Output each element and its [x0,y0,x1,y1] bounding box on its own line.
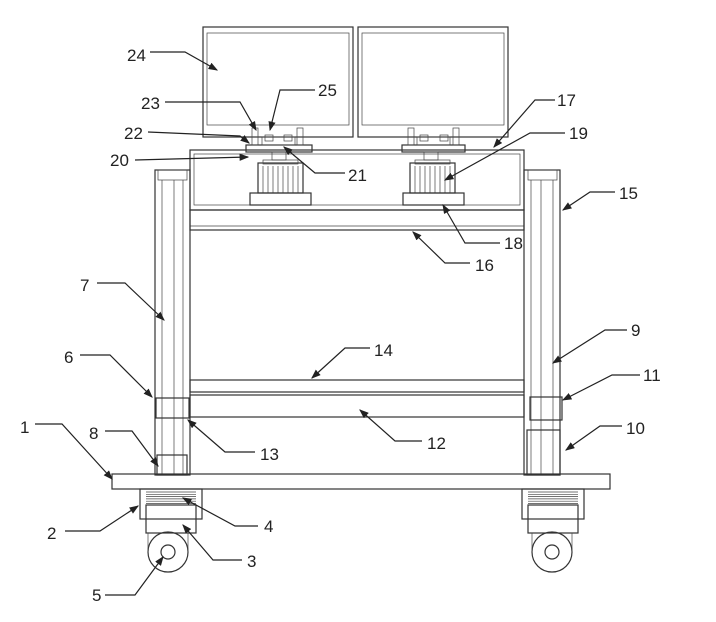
callout-label: 5 [92,586,101,605]
callout-25: 25 [268,81,337,132]
screens [202,26,509,138]
callout-13: 13 [187,419,279,464]
callout-label: 2 [47,524,56,543]
callout-19: 19 [443,124,588,181]
callout-16: 16 [412,231,494,275]
leader-line [551,329,627,364]
callout-12: 12 [359,409,446,453]
callout-label: 17 [557,91,576,110]
leader-line [147,131,250,144]
callout-8: 8 [89,424,159,467]
callout-21: 21 [283,146,367,185]
callout-label: 19 [569,124,588,143]
leader-line [493,99,555,148]
callout-label: 14 [374,341,393,360]
leader-line [283,146,345,174]
callout-18: 18 [442,203,523,253]
leader-line [35,423,113,480]
callout-label: 23 [141,94,160,113]
callout-4: 4 [181,497,273,536]
callout-label: 9 [631,321,640,340]
leader-line [561,374,640,401]
callout-label: 15 [619,184,638,203]
leader-line [412,231,470,264]
callout-6: 6 [64,348,153,398]
callout-17: 17 [493,91,576,148]
callout-label: 25 [318,81,337,100]
callout-label: 4 [264,517,273,536]
callout-22: 22 [124,124,250,144]
callout-3: 3 [182,524,256,571]
screen-mounts [245,127,466,153]
callout-label: 1 [20,418,29,437]
leader-line [311,347,370,379]
callout-label: 3 [247,552,256,571]
callout-label: 11 [643,366,661,385]
leader-line [105,430,159,467]
leader-line [565,425,622,451]
leader-line [442,203,500,244]
leader-line [97,282,165,321]
leader-line [268,89,315,132]
callout-11: 11 [561,366,661,401]
callout-label: 13 [260,445,279,464]
callout-7: 7 [80,276,165,321]
callout-5: 5 [92,556,164,605]
callout-1: 1 [20,418,113,480]
callout-label: 20 [110,151,129,170]
callout-20: 20 [110,151,250,170]
callout-label: 10 [626,419,645,438]
leader-line [562,191,615,211]
callout-label: 24 [127,46,146,65]
callout-label: 12 [427,434,446,453]
casters [139,488,585,573]
callout-24: 24 [127,46,219,71]
frame [154,169,563,476]
leader-line [165,101,257,132]
callout-15: 15 [562,184,638,211]
leader-line [187,419,255,453]
leader-line [443,132,565,181]
leader-line [65,505,140,532]
callout-2: 2 [47,505,140,543]
callout-9: 9 [551,321,640,364]
callout-label: 21 [348,166,367,185]
leader-line [134,153,250,161]
callout-10: 10 [565,419,645,451]
leader-line [80,354,153,398]
leader-line [150,51,219,71]
callout-label: 22 [124,124,143,143]
leader-line [105,556,164,596]
motors [249,159,465,206]
callout-23: 23 [141,94,257,132]
leader-line [181,497,258,527]
leader-line [359,409,422,442]
callout-label: 16 [475,256,494,275]
callout-label: 18 [504,234,523,253]
callout-label: 7 [80,276,89,295]
callout-14: 14 [311,341,393,379]
screen-right [357,26,509,138]
callout-label: 8 [89,424,98,443]
callout-label: 6 [64,348,73,367]
base-plate [111,473,611,490]
leader-line [182,524,242,561]
